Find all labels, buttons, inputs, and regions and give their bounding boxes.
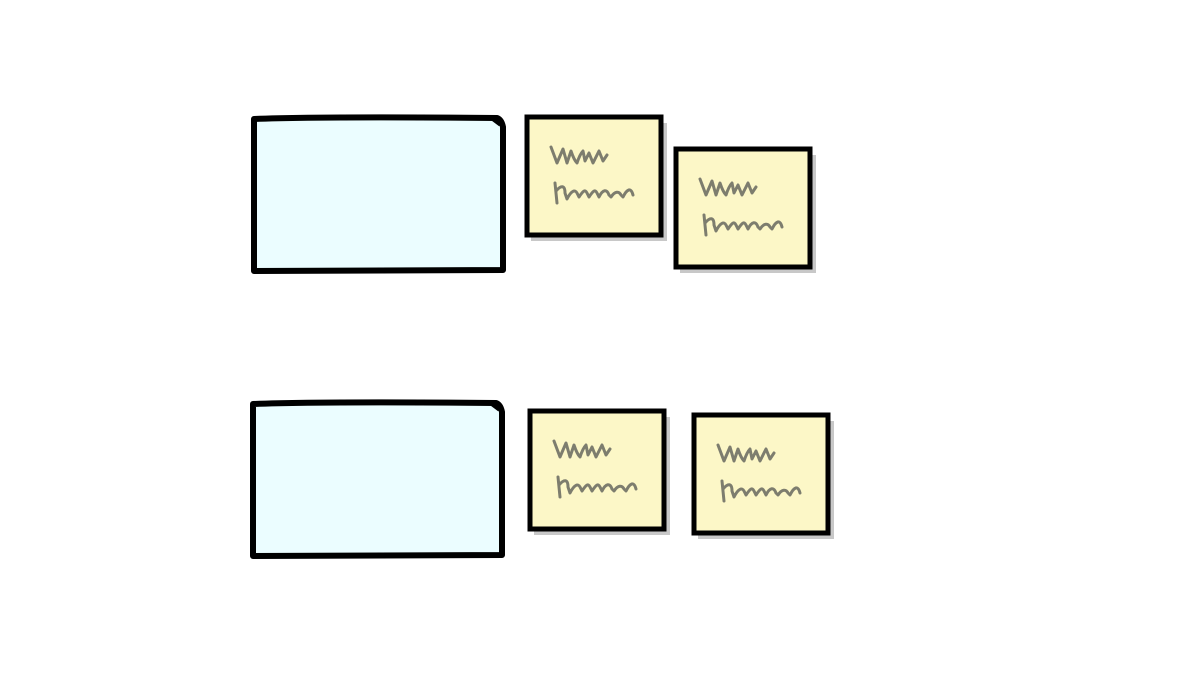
panel-fill: [253, 403, 501, 555]
scribble-text-icon: [698, 177, 784, 237]
note-fill: [676, 149, 810, 267]
sticky-note[interactable]: [523, 113, 671, 243]
note-fill: [527, 117, 661, 235]
sticky-note[interactable]: [672, 145, 820, 275]
note-fill: [694, 415, 828, 533]
note-outline: [691, 412, 831, 536]
note-outline: [524, 114, 664, 238]
panel-outline: [250, 399, 505, 559]
diagram-row: [0, 394, 1200, 574]
diagram-row: [0, 110, 1200, 290]
scribble-text-icon: [549, 145, 635, 205]
note-outline: [673, 146, 813, 270]
sticky-note[interactable]: [690, 411, 838, 541]
scribble-text-icon: [716, 443, 802, 503]
light-blue-panel[interactable]: [249, 113, 506, 274]
panel-outline: [251, 114, 506, 274]
note-fill: [530, 411, 664, 529]
panel-corner-stroke: [491, 117, 501, 127]
light-blue-panel[interactable]: [248, 398, 505, 559]
scribble-text-icon: [552, 439, 638, 499]
panel-corner-stroke: [490, 402, 500, 412]
panel-fill: [254, 118, 502, 270]
sticky-note[interactable]: [526, 407, 674, 537]
note-outline: [527, 408, 667, 532]
